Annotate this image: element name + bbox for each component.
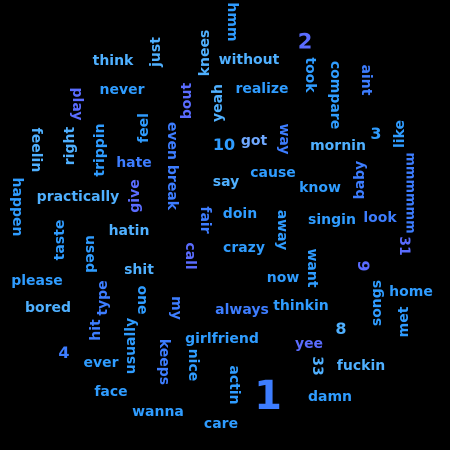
word-knees: knees [197,29,213,77]
word-hmm: hmm [224,2,240,42]
word-31: 31 [396,236,412,256]
word-wanna: wanna [132,404,184,420]
word-play: play [69,87,85,121]
word-bored: bored [24,300,72,316]
word-call: call [182,242,198,270]
word-one: one [134,285,150,315]
word-cause: cause [250,165,296,181]
word-2: 2 [297,29,313,54]
word-without: without [218,52,280,68]
word-know: know [299,180,341,196]
word-got: got [240,133,268,149]
word-hate: hate [116,155,152,171]
word-right: right [62,126,78,166]
word-give: give [127,179,143,213]
word-type: type [95,280,111,316]
word-feelin: feelin [28,127,44,173]
word-my: my [168,296,184,320]
word-practically: practically [36,189,120,205]
word-home: home [389,284,433,300]
word-crazy: crazy [223,240,265,256]
word-baby: baby [352,160,368,200]
word-actin: actin [226,365,242,405]
word-even-break: even break [164,121,180,211]
word-please: please [11,273,63,289]
word-like: like [392,119,408,149]
word-ever: ever [83,355,119,371]
word-mornin: mornin [310,138,366,154]
word-aint: aint [358,64,374,96]
word-realize: realize [235,81,289,97]
word-feel: feel [136,113,152,143]
word-girlfriend: girlfriend [185,331,259,347]
word-compare: compare [327,60,343,130]
word-yeah: yeah [210,83,226,123]
word-10: 10 [212,135,236,154]
word-took: took [302,57,318,93]
word-songs: songs [369,279,385,327]
word-never: never [99,82,145,98]
word-way: way [276,123,292,155]
word-keeps: keeps [156,338,172,386]
word-hatin: hatin [108,223,150,239]
word-fuckin: fuckin [336,358,386,374]
word-1: 1 [254,373,282,419]
word-mmmmmm: mmmmmm [402,152,418,234]
word-away: away [274,209,290,251]
word-now: now [266,270,300,286]
word-look: look [363,210,397,226]
word-nice: nice [185,348,201,382]
word-usually: usually [123,317,139,375]
word-33: 33 [309,356,325,376]
word-face: face [94,384,128,400]
word-thinkin: thinkin [273,298,329,314]
word-doin: doin [222,206,258,222]
word-hit: hit [88,319,104,341]
word-taste: taste [52,219,68,261]
word-happen: happen [9,177,25,237]
word-trippin: trippin [92,123,108,177]
word-used: used [82,235,98,273]
word-damn: damn [307,389,353,405]
word-just: just [148,37,164,67]
word-yee: yee [294,336,324,352]
word-singin: singin [308,212,356,228]
word-say: say [212,174,240,190]
word-always: always [215,302,269,318]
word-want: want [304,248,320,288]
word-4: 4 [58,343,70,362]
word-met: met [396,306,412,338]
word-3: 3 [370,124,382,143]
word-think: think [92,53,134,69]
word-care: care [203,416,239,432]
word-fair: fair [197,206,213,234]
word-shit: shit [124,262,154,278]
word-9: 9 [354,260,373,272]
word-bout: bout [179,82,195,120]
word-8: 8 [335,319,347,338]
